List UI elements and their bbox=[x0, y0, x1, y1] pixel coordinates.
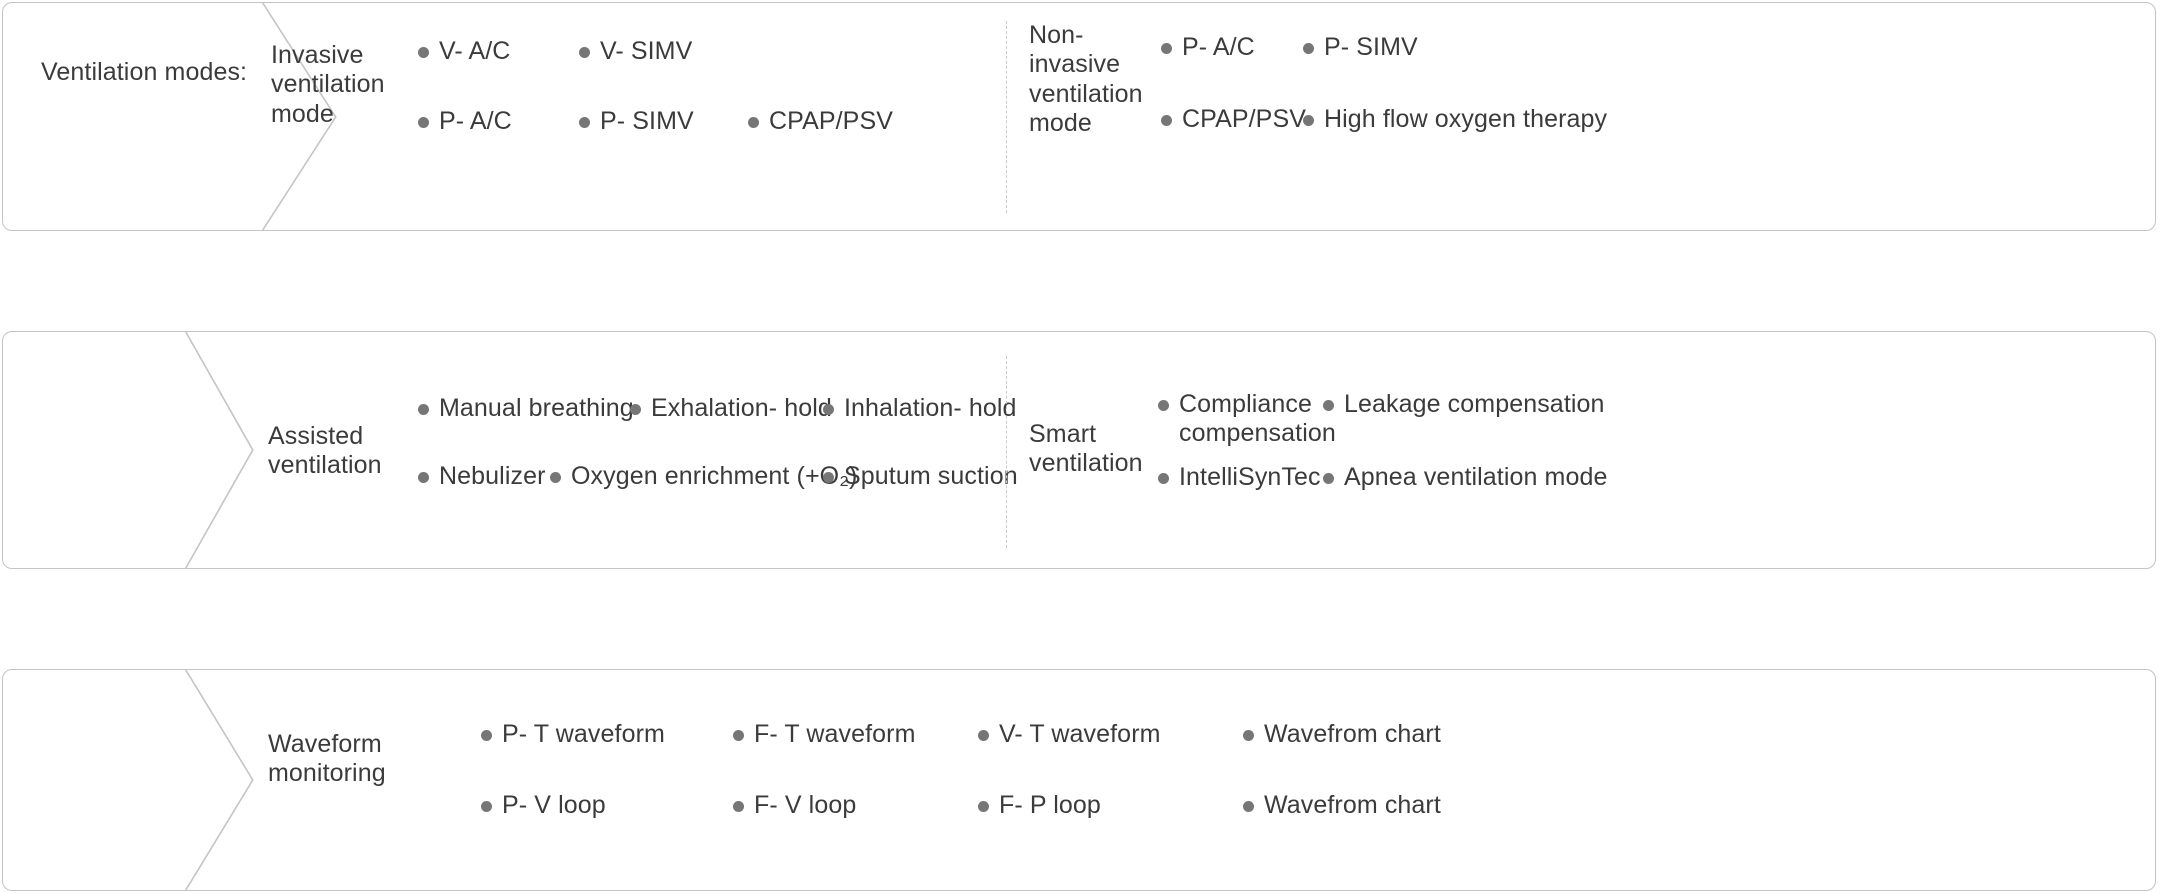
bullet-dot-icon bbox=[733, 801, 744, 812]
bullet-dot-icon bbox=[1243, 730, 1254, 741]
list-item[interactable]: Oxygen enrichment (+O₂) bbox=[550, 462, 857, 491]
list-item[interactable]: F- V loop bbox=[733, 791, 856, 820]
list-item[interactable]: High flow oxygen therapy bbox=[1303, 105, 1607, 134]
list-item-label: Inhalation- hold bbox=[844, 394, 1017, 422]
list-item[interactable]: Inhalation- hold bbox=[823, 394, 1017, 423]
list-item-label: High flow oxygen therapy bbox=[1324, 105, 1608, 133]
list-item[interactable]: Apnea ventilation mode bbox=[1323, 463, 1608, 492]
list-item[interactable]: Wavefrom chart bbox=[1243, 791, 1441, 820]
panel-respiratory-assisting-tools: Respiratory Respiration Assisting tools:… bbox=[2, 331, 2156, 569]
list-item[interactable]: P- T waveform bbox=[481, 720, 665, 749]
list-item[interactable]: F- P loop bbox=[978, 791, 1101, 820]
list-item[interactable]: F- T waveform bbox=[733, 720, 916, 749]
bullet-dot-icon bbox=[1161, 115, 1172, 126]
list-item-label: P- A/C bbox=[1182, 33, 1255, 61]
list-item-label: Compliance compensation bbox=[1179, 390, 1336, 447]
bullet-dot-icon bbox=[1161, 43, 1172, 54]
list-item[interactable]: V- A/C bbox=[418, 37, 510, 66]
bullet-dot-icon bbox=[1323, 473, 1334, 484]
bullet-dot-icon bbox=[823, 472, 834, 483]
list-item[interactable]: Sputum suction bbox=[823, 462, 1018, 491]
group-label-assisted-ventilation: Assisted ventilation bbox=[268, 422, 382, 480]
list-item-label: V- A/C bbox=[439, 37, 511, 65]
list-item[interactable]: V- SIMV bbox=[579, 37, 692, 66]
panel-ventilation-modes: Ventilation modes: Invasive ventilation … bbox=[2, 2, 2156, 231]
panel-inner: Monitoring function: Waveform monitoring… bbox=[3, 670, 2155, 890]
list-item-label: IntelliSynTec bbox=[1179, 463, 1321, 491]
bullet-dot-icon bbox=[1243, 801, 1254, 812]
bullet-dot-icon bbox=[630, 404, 641, 415]
bullet-dot-icon bbox=[1303, 43, 1314, 54]
list-item[interactable]: Leakage compensation bbox=[1323, 390, 1605, 419]
list-item-label: F- V loop bbox=[754, 791, 857, 819]
list-item-label: F- T waveform bbox=[754, 720, 916, 748]
list-item-label: CPAP/PSV bbox=[769, 107, 893, 135]
group-divider bbox=[1006, 21, 1007, 213]
list-item-label: V- T waveform bbox=[999, 720, 1161, 748]
list-item[interactable]: V- T waveform bbox=[978, 720, 1161, 749]
category-label: Ventilation modes: bbox=[41, 58, 248, 86]
list-item-label: F- P loop bbox=[999, 791, 1101, 819]
group-label-invasive-ventilation: Invasive ventilation mode bbox=[271, 41, 385, 128]
list-item[interactable]: P- SIMV bbox=[579, 107, 694, 136]
group-label-waveform-monitoring: Waveform monitoring bbox=[268, 730, 386, 788]
bullet-dot-icon bbox=[418, 404, 429, 415]
list-item-label: CPAP/PSV bbox=[1182, 105, 1306, 133]
list-item[interactable]: Compliance compensation bbox=[1158, 390, 1336, 448]
list-item[interactable]: Nebulizer bbox=[418, 462, 546, 491]
bullet-dot-icon bbox=[481, 801, 492, 812]
list-item[interactable]: IntelliSynTec bbox=[1158, 463, 1321, 492]
group-divider bbox=[1006, 356, 1007, 548]
list-item[interactable]: P- A/C bbox=[1161, 33, 1255, 62]
list-item[interactable]: Manual breathing bbox=[418, 394, 634, 423]
list-item-label: Exhalation- hold bbox=[651, 394, 832, 422]
bullet-dot-icon bbox=[418, 472, 429, 483]
list-item-label: Wavefrom chart bbox=[1264, 720, 1441, 748]
panel-inner: Respiratory Respiration Assisting tools:… bbox=[3, 332, 2155, 568]
group-label-non-invasive-ventilation: Non-invasive ventilation mode bbox=[1029, 21, 1143, 137]
bullet-dot-icon bbox=[418, 117, 429, 128]
bullet-dot-icon bbox=[481, 730, 492, 741]
list-item[interactable]: P- SIMV bbox=[1303, 33, 1418, 62]
bullet-dot-icon bbox=[418, 47, 429, 58]
group-label-smart-ventilation: Smart ventilation bbox=[1029, 420, 1143, 478]
panel-inner: Ventilation modes: Invasive ventilation … bbox=[3, 3, 2155, 230]
bullet-dot-icon bbox=[1158, 473, 1169, 484]
list-item-label: P- SIMV bbox=[1324, 33, 1418, 61]
list-item-label: Wavefrom chart bbox=[1264, 791, 1441, 819]
list-item-label: Nebulizer bbox=[439, 462, 546, 490]
list-item-label: V- SIMV bbox=[600, 37, 693, 65]
list-item[interactable]: CPAP/PSV bbox=[748, 107, 893, 136]
bullet-dot-icon bbox=[733, 730, 744, 741]
bullet-dot-icon bbox=[1323, 400, 1334, 411]
list-item-label: Apnea ventilation mode bbox=[1344, 463, 1608, 491]
list-item-label: P- V loop bbox=[502, 791, 606, 819]
list-item-label: Manual breathing bbox=[439, 394, 634, 422]
bullet-dot-icon bbox=[550, 472, 561, 483]
bullet-dot-icon bbox=[978, 801, 989, 812]
list-item-label: P- A/C bbox=[439, 107, 512, 135]
list-item-label: P- T waveform bbox=[502, 720, 665, 748]
bullet-dot-icon bbox=[978, 730, 989, 741]
list-item[interactable]: P- V loop bbox=[481, 791, 606, 820]
list-item-label: Leakage compensation bbox=[1344, 390, 1605, 418]
bullet-dot-icon bbox=[748, 117, 759, 128]
bullet-dot-icon bbox=[1158, 400, 1169, 411]
bullet-dot-icon bbox=[1303, 115, 1314, 126]
list-item[interactable]: CPAP/PSV bbox=[1161, 105, 1306, 134]
list-item-label: Sputum suction bbox=[844, 462, 1018, 490]
list-item-label: Oxygen enrichment (+O₂) bbox=[571, 462, 858, 490]
panel-monitoring-function: Monitoring function: Waveform monitoring… bbox=[2, 669, 2156, 891]
bullet-dot-icon bbox=[823, 404, 834, 415]
bullet-dot-icon bbox=[579, 47, 590, 58]
list-item[interactable]: P- A/C bbox=[418, 107, 512, 136]
list-item-label: P- SIMV bbox=[600, 107, 694, 135]
list-item[interactable]: Wavefrom chart bbox=[1243, 720, 1441, 749]
list-item[interactable]: Exhalation- hold bbox=[630, 394, 832, 423]
bullet-dot-icon bbox=[579, 117, 590, 128]
